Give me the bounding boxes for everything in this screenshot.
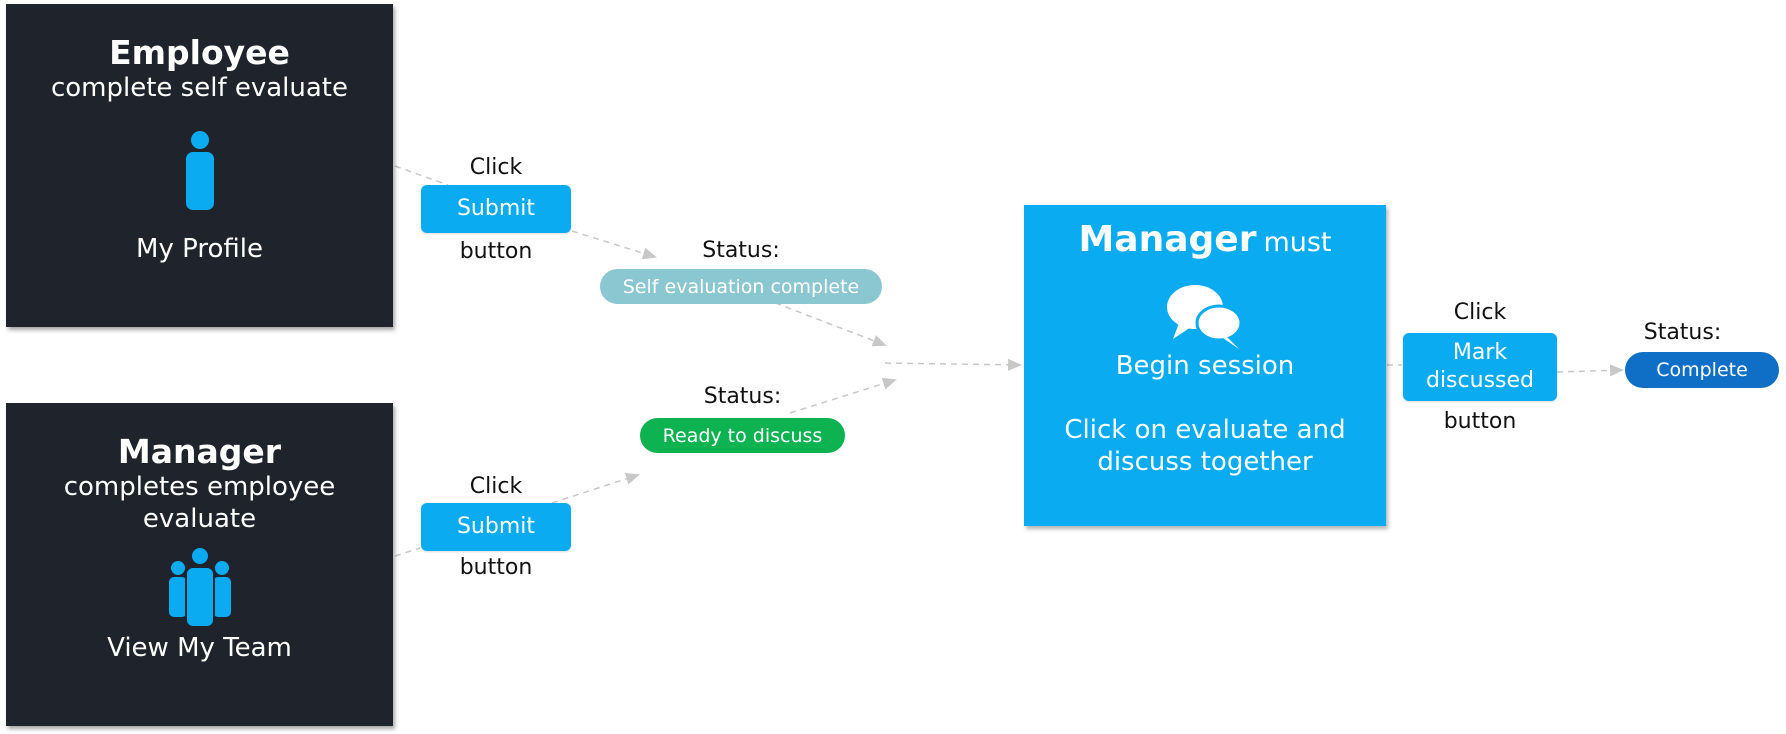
status-complete-label: Status: [1643, 320, 1722, 345]
manager-session-action: Begin session [1115, 351, 1295, 381]
manager-session-title: Manager must [1024, 219, 1386, 266]
status-ready-label: Status: [703, 384, 782, 409]
manager-card-title: Manager [117, 432, 282, 471]
connector-submit-status-self [571, 230, 657, 260]
manager-submit-button[interactable]: Submit [421, 503, 571, 551]
connector-employee-submit [394, 165, 449, 186]
manager-button-suffix: button [459, 555, 533, 580]
connector-status-ready-merge [789, 377, 897, 414]
manager-card: Manager completes employee evaluate View… [6, 403, 393, 726]
mark-discussed-line1: Mark [1452, 340, 1508, 365]
employee-card: Employee complete self evaluate My Profi… [6, 4, 393, 327]
mark-discussed-button[interactable]: Mark discussed [1403, 333, 1557, 401]
employee-submit-button[interactable]: Submit [421, 185, 571, 233]
connector-merge-manager [884, 358, 1022, 371]
employee-card-footer: My Profile [136, 234, 263, 264]
status-complete-badge: Complete [1625, 352, 1779, 388]
connector-submit-status-ready [551, 473, 640, 504]
mark-click-label: Click [1453, 300, 1507, 325]
connector-status-self-merge [764, 298, 887, 347]
manager-session-title-rest: must [1263, 227, 1332, 258]
manager-card-footer: View My Team [107, 633, 292, 663]
mark-button-suffix: button [1443, 409, 1517, 434]
manager-session-title-bold: Manager [1078, 219, 1257, 260]
employee-card-title: Employee [109, 33, 290, 72]
manager-session-desc-line1: Click on evaluate and [1064, 415, 1346, 445]
employee-click-label: Click [469, 155, 523, 180]
employee-card-subtitle: complete self evaluate [50, 73, 349, 103]
employee-button-suffix: button [459, 239, 533, 264]
connector-mark-complete [1556, 364, 1624, 377]
manager-card-subtitle-line2: evaluate [142, 504, 257, 534]
manager-click-label: Click [469, 474, 523, 499]
person-icon [6, 130, 393, 212]
team-icon [6, 546, 393, 628]
connector-manager-submit [394, 547, 421, 557]
chat-bubbles-icon [1024, 283, 1386, 351]
status-self-label: Status: [702, 238, 780, 263]
manager-card-subtitle-line1: completes employee [63, 472, 336, 502]
manager-session-box: Manager must Begin session Click on eval… [1024, 205, 1386, 526]
status-self-badge: Self evaluation complete [600, 269, 882, 304]
mark-discussed-line2: discussed [1425, 368, 1534, 393]
manager-session-desc-line2: discuss together [1097, 447, 1313, 477]
status-ready-badge: Ready to discuss [640, 418, 845, 453]
